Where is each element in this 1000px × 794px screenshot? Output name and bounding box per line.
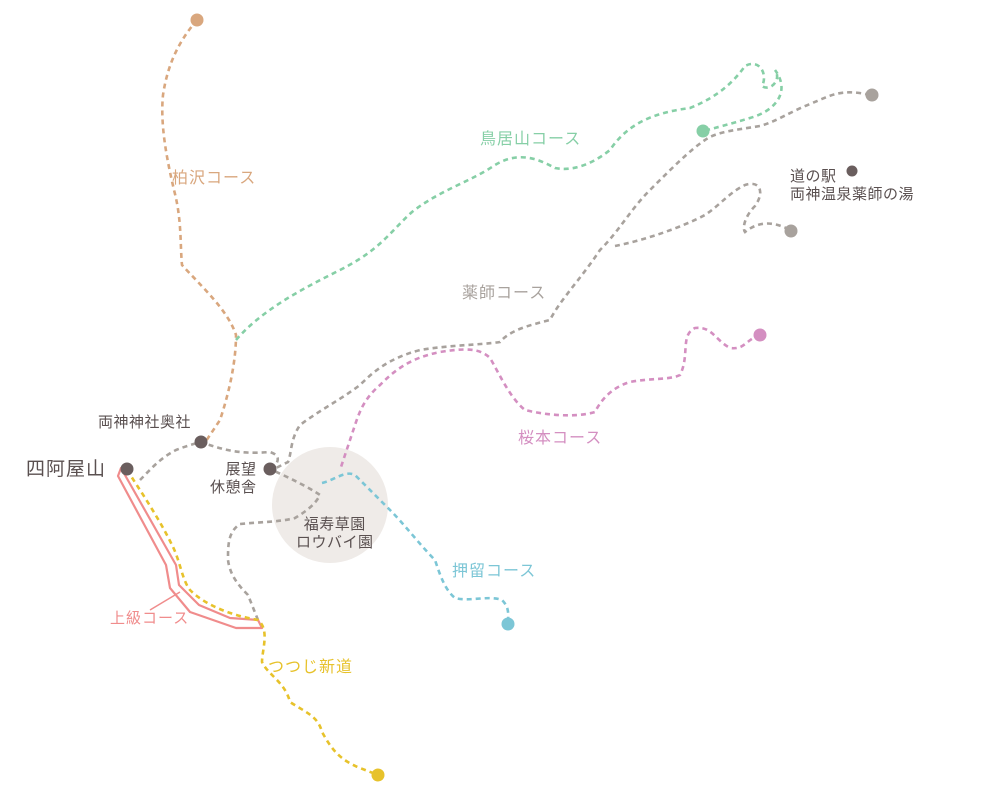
yakushi-course-branch-station	[614, 182, 791, 248]
tsutsuji-trailhead-marker	[371, 768, 385, 782]
tenbou-label-line1: 展望	[225, 460, 257, 478]
station-label-line2: 両神温泉薬師の湯	[790, 185, 915, 203]
oshitome-trailhead-marker	[501, 617, 515, 631]
garden-area	[272, 447, 388, 563]
station-marker	[846, 165, 858, 177]
oshitome-course-label: 押留コース	[452, 561, 537, 580]
garden-label: 福寿草園 ロウバイ園	[296, 515, 374, 551]
station-label-line1: 道の駅	[790, 167, 837, 185]
joukyu-leader-line	[149, 591, 181, 611]
joukyu-course-label: 上級コース	[110, 609, 190, 627]
sakuramoto-course-path	[338, 326, 761, 471]
yakushi-course-lower	[199, 440, 322, 621]
sakuramoto-course-label: 桜本コース	[518, 428, 603, 447]
station-label: 道の駅 両神温泉薬師の湯	[790, 167, 914, 203]
sakuramoto-trailhead-marker	[753, 328, 767, 342]
tenbou-marker	[263, 462, 277, 476]
okusha-label: 両神神社奥社	[98, 413, 192, 431]
kashiwazawa-course-path	[161, 19, 238, 442]
toriiyama-junction-marker	[696, 124, 710, 138]
yakushi-course-summit-link	[139, 440, 201, 481]
toriiyama-course-path	[235, 62, 783, 341]
yakushi-course-path	[271, 91, 871, 472]
summit-marker	[120, 462, 134, 476]
summit-label: 四阿屋山	[26, 458, 107, 480]
kashiwazawa-course-label: 柏沢コース	[172, 168, 257, 187]
tsutsuji-course-path	[125, 469, 379, 777]
toriiyama-course-label: 鳥居山コース	[480, 129, 582, 148]
garden-label-line2: ロウバイ園	[296, 533, 374, 551]
tenbou-label: 展望 休憩舎	[210, 460, 257, 496]
yakushi-course-label: 薬師コース	[462, 283, 547, 302]
tenbou-label-line2: 休憩舎	[210, 478, 257, 496]
okusha-marker	[194, 435, 208, 449]
garden-label-line1: 福寿草園	[303, 515, 366, 533]
yakushi-branch-end-marker	[784, 224, 798, 238]
tsutsuji-course-label: つつじ新道	[268, 657, 354, 676]
yakushi-trailhead-marker	[865, 88, 879, 102]
kashiwazawa-trailhead-marker	[190, 13, 204, 27]
